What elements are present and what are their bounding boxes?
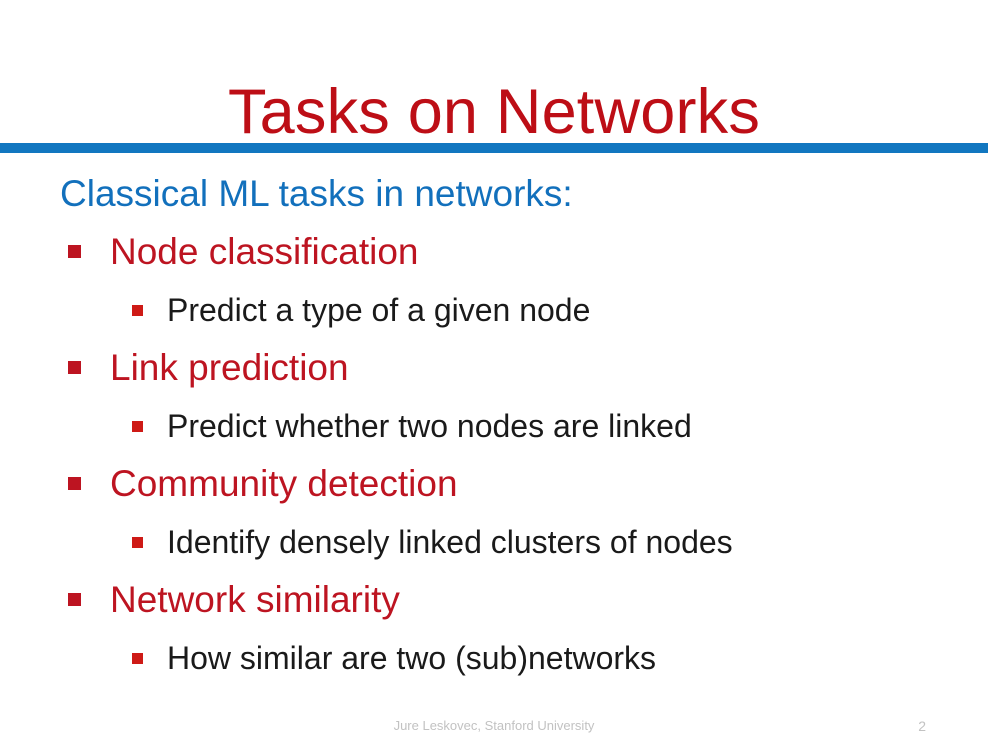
square-bullet-icon: [68, 245, 81, 258]
footer-credit: Jure Leskovec, Stanford University: [393, 718, 595, 733]
title-divider-rule: [0, 143, 988, 153]
subbullet-label: Predict whether two nodes are linked: [167, 408, 692, 444]
subbullet-label: How similar are two (sub)networks: [167, 640, 657, 676]
bullet-label: Network similarity: [110, 579, 400, 620]
bullet-item-level1: Network similarity: [0, 578, 988, 637]
bullet-label: Link prediction: [110, 347, 349, 388]
bullet-item-level1: Community detection: [0, 462, 988, 521]
bullet-item-level1: Link prediction: [0, 346, 988, 405]
bullet-label: Community detection: [110, 463, 458, 504]
square-bullet-icon: [68, 477, 81, 490]
square-subbullet-icon: [132, 653, 143, 664]
square-subbullet-icon: [132, 421, 143, 432]
bullet-item-level2: Identify densely linked clusters of node…: [0, 521, 988, 578]
bullet-item-level1: Node classification: [0, 230, 988, 289]
square-subbullet-icon: [132, 537, 143, 548]
square-subbullet-icon: [132, 305, 143, 316]
square-bullet-icon: [68, 361, 81, 374]
square-bullet-icon: [68, 593, 81, 606]
bullet-list: Node classification Predict a type of a …: [0, 230, 988, 694]
bullet-item-level2: Predict whether two nodes are linked: [0, 405, 988, 462]
subbullet-label: Predict a type of a given node: [167, 292, 591, 328]
page-number: 2: [918, 718, 926, 734]
bullet-label: Node classification: [110, 231, 419, 272]
bullet-item-level2: How similar are two (sub)networks: [0, 637, 988, 694]
page-title: Tasks on Networks: [227, 77, 761, 148]
body-lead-line: Classical ML tasks in networks:: [60, 173, 573, 214]
bullet-item-level2: Predict a type of a given node: [0, 289, 988, 346]
subbullet-label: Identify densely linked clusters of node…: [167, 524, 733, 560]
